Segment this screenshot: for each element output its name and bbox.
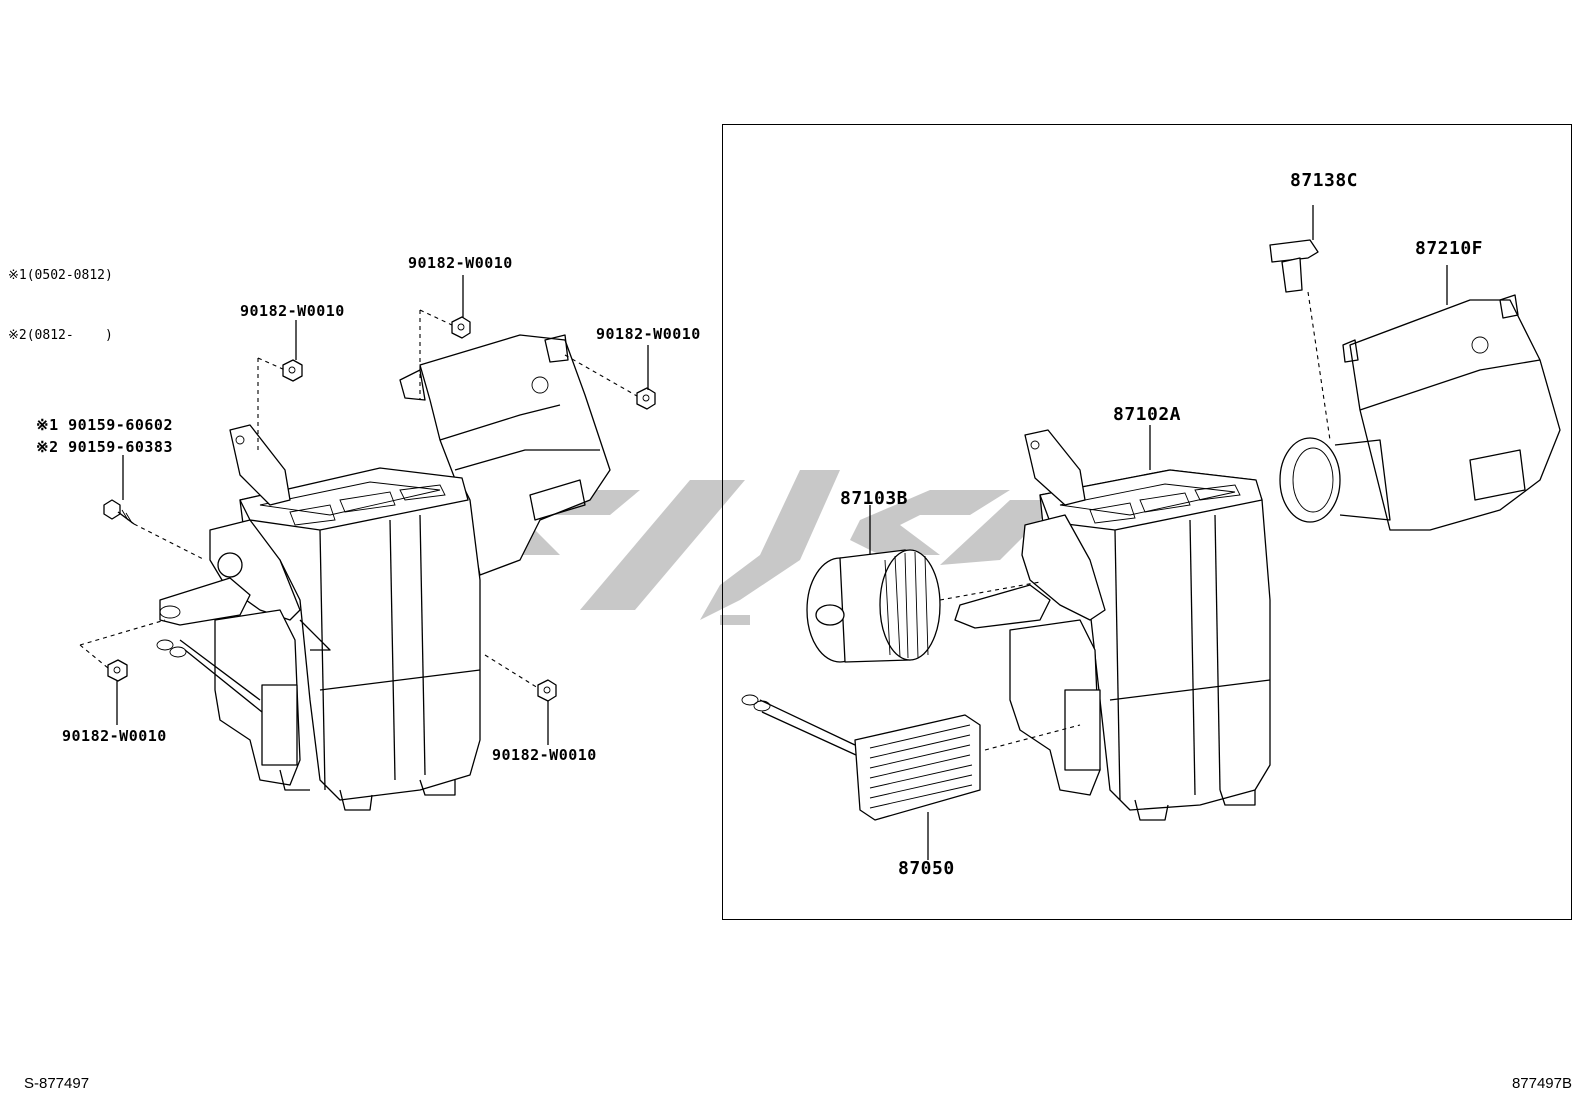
- heater-unit-part: [954, 425, 1271, 821]
- heater-core-part: [741, 694, 1081, 860]
- part-label-90159-60383[interactable]: ※2 90159-60383: [36, 438, 173, 456]
- part-label-90159-60602[interactable]: ※1 90159-60602: [36, 416, 173, 434]
- legend-line-1: ※1(0502-0812): [8, 268, 113, 283]
- screw-icon: [103, 499, 135, 525]
- blower-motor-part: [806, 505, 1041, 663]
- part-label-90182-w0010[interactable]: 90182-W0010: [596, 325, 701, 343]
- inset-frame: [722, 124, 1572, 920]
- part-label-87102a[interactable]: 87102A: [1113, 404, 1182, 425]
- legend-line-2: ※2(0812- ): [8, 328, 113, 343]
- part-label-90182-w0010[interactable]: 90182-W0010: [62, 727, 167, 745]
- legend: ※1(0502-0812) ※2(0812- ): [8, 226, 113, 366]
- nut-icon: [282, 359, 303, 382]
- blower-case-part: [1279, 265, 1561, 531]
- footer-right-code: 877497B: [1511, 1075, 1572, 1092]
- part-label-90182-w0010[interactable]: 90182-W0010: [408, 254, 513, 272]
- nut-icon: [636, 387, 656, 410]
- part-label-87050[interactable]: 87050: [898, 858, 955, 879]
- part-label-90182-w0010[interactable]: 90182-W0010: [492, 746, 597, 764]
- nut-icon: [107, 659, 128, 682]
- part-label-87138c[interactable]: 87138C: [1290, 170, 1359, 191]
- blower-resistor-part: [1269, 205, 1331, 441]
- footer-left-code: S-877497: [24, 1075, 90, 1092]
- inset-exploded-view: [741, 205, 1561, 860]
- left-heater-assembly: [79, 275, 656, 811]
- nut-icon: [537, 679, 557, 702]
- part-label-87103b[interactable]: 87103B: [840, 488, 909, 509]
- nut-icon: [451, 316, 471, 339]
- part-label-90182-w0010[interactable]: 90182-W0010: [240, 302, 345, 320]
- part-label-87210f[interactable]: 87210F: [1415, 238, 1484, 259]
